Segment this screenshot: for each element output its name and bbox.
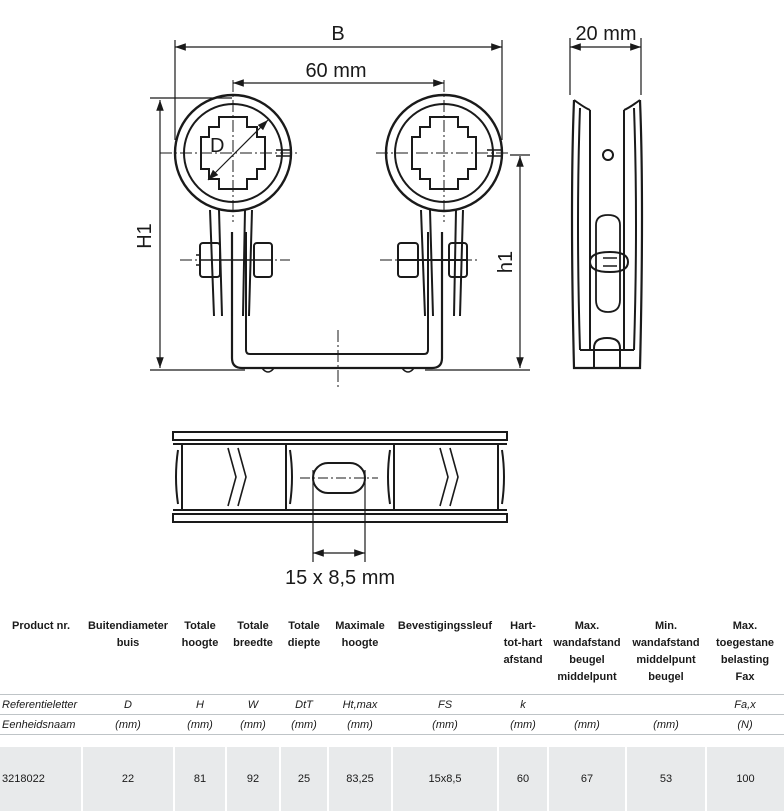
column-header-line: belasting (720, 654, 770, 666)
gap-cell (82, 734, 174, 747)
unit-cell: (mm) (280, 714, 328, 735)
table-cell: 92 (226, 747, 281, 811)
label-60mm: 60 mm (305, 60, 366, 82)
column-header-line: Bevestigingssleuf (397, 620, 493, 632)
column-header: Product nr. (0, 612, 82, 695)
column-header: Max. wandafstand beugel middelpunt (548, 612, 626, 695)
table-cell: 81 (174, 747, 227, 811)
label-h1-upper: H1 (134, 223, 156, 249)
unit-cell: (mm) (328, 714, 392, 735)
reference-cell: W (226, 694, 280, 715)
column-header-line: Totale (237, 620, 269, 632)
gap-cell (706, 734, 784, 747)
column-header-line: beugel (648, 671, 684, 683)
gap-cell (626, 734, 706, 747)
unit-cell: (mm) (392, 714, 498, 735)
table-cell: 25 (280, 747, 329, 811)
unit-cell: (mm) (82, 714, 174, 735)
column-header-line: Totale (184, 620, 216, 632)
table-cell: 15x8,5 (392, 747, 499, 811)
column-header-line: afstand (503, 654, 543, 666)
unit-cell: (mm) (498, 714, 548, 735)
gap-cell (280, 734, 328, 747)
column-header-line: beugel (569, 654, 605, 666)
column-header: Totale diepte (280, 612, 328, 695)
table-cell: 100 (706, 747, 784, 811)
column-header: Totale breedte (226, 612, 280, 695)
table-cell: 3218022 (0, 747, 83, 811)
technical-drawing: B 60 mm 20 mm D H1 h1 15 x 8,5 mm (134, 23, 644, 589)
unit-name-row: Eenheidsnaam(mm)(mm)(mm)(mm)(mm)(mm)(mm)… (0, 714, 784, 735)
reference-cell: D (82, 694, 174, 715)
column-header-line: Min. (655, 620, 677, 632)
top-view (172, 431, 508, 523)
column-header-line: Totale (288, 620, 320, 632)
spec-table: Product nr. Buitendiameter buis Totale hoogt… (0, 612, 784, 811)
reference-cell: DtT (280, 694, 328, 715)
label-20mm: 20 mm (575, 23, 636, 45)
reference-cell: Ht,max (328, 694, 392, 715)
column-header: Totale hoogte (174, 612, 226, 695)
reference-cell: FS (392, 694, 498, 715)
column-header-line: wandafstand (553, 637, 621, 649)
column-header-line: hoogte (341, 637, 379, 649)
column-header-line: Buitendiameter (87, 620, 169, 632)
column-header-line: Maximale (335, 620, 385, 632)
column-header: Hart-tot-hart afstand (498, 612, 548, 695)
table-header-row: Product nr. Buitendiameter buis Totale hoogt… (0, 612, 784, 695)
label-slot: 15 x 8,5 mm (285, 567, 395, 589)
column-header-line: Hart- (510, 620, 536, 632)
reference-cell: H (174, 694, 226, 715)
label-d: D (210, 135, 224, 157)
column-header: Buitendiameter buis (82, 612, 174, 695)
column-header-line: toegestane (715, 637, 775, 649)
column-header: Min. wandafstand middelpunt beugel (626, 612, 706, 695)
reference-cell: k (498, 694, 548, 715)
table-cell: 60 (498, 747, 549, 811)
column-header-line: wandafstand (632, 637, 700, 649)
unit-cell: (mm) (226, 714, 280, 735)
column-header-line: breedte (233, 637, 273, 649)
table-cell: 53 (626, 747, 707, 811)
table-gap-row (0, 734, 784, 747)
side-view (570, 99, 644, 370)
label-b: B (331, 23, 344, 45)
column-header-line: tot-hart (503, 637, 543, 649)
gap-cell (328, 734, 392, 747)
column-header-line: Max. (574, 620, 600, 632)
gap-cell (226, 734, 280, 747)
unit-cell: (mm) (626, 714, 706, 735)
column-header-line: hoogte (181, 637, 219, 649)
reference-cell: Fa,x (706, 694, 784, 715)
gap-cell (548, 734, 626, 747)
gap-cell (498, 734, 548, 747)
gap-cell (392, 734, 498, 747)
reference-cell: Referentieletter (0, 694, 82, 715)
column-header-line: Fax (735, 671, 755, 683)
unit-cell: (mm) (548, 714, 626, 735)
column-header-line: middelpunt (557, 671, 617, 683)
unit-cell: (mm) (174, 714, 226, 735)
table-cell: 22 (82, 747, 175, 811)
column-header-line: diepte (287, 637, 321, 649)
gap-cell (174, 734, 226, 747)
reference-cell (626, 694, 706, 715)
unit-cell: (N) (706, 714, 784, 735)
column-header: Bevestigingssleuf (392, 612, 498, 695)
column-header-line: Product nr. (12, 620, 71, 632)
label-h1-lower: h1 (495, 251, 517, 273)
column-header: Maximale hoogte (328, 612, 392, 695)
gap-cell (0, 734, 82, 747)
column-header-line: middelpunt (636, 654, 696, 666)
reference-cell (548, 694, 626, 715)
table-cell: 83,25 (328, 747, 393, 811)
table-cell: 67 (548, 747, 627, 811)
column-header-line: Max. (732, 620, 758, 632)
unit-cell: Eenheidsnaam (0, 714, 82, 735)
column-header-line: buis (116, 637, 140, 649)
